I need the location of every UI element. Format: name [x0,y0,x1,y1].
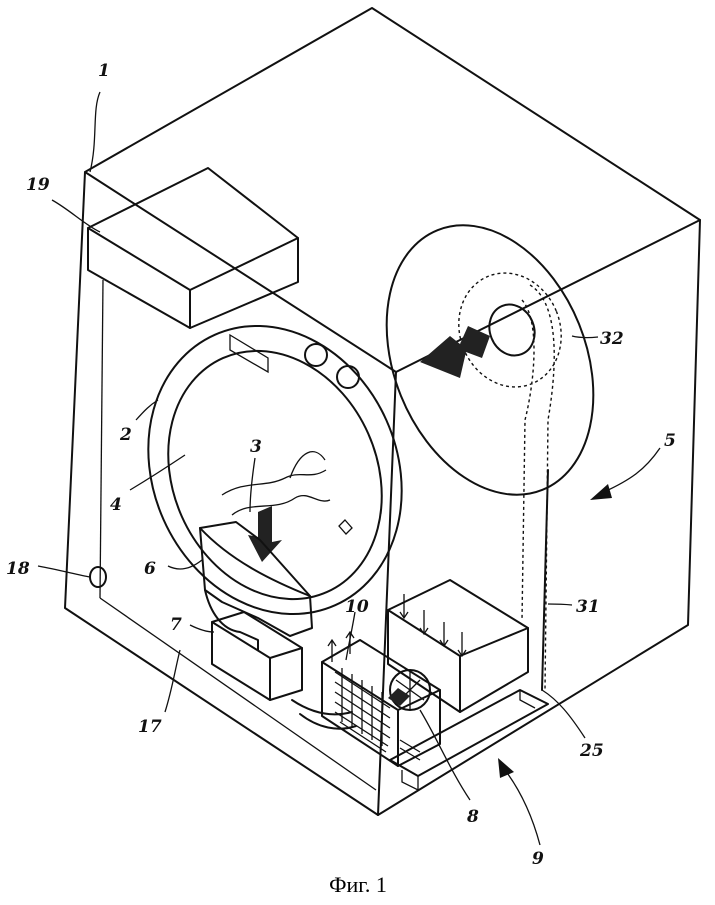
arrow-9-head [498,758,514,778]
cabinet-outline [64,7,701,816]
channel-dashed-left [521,299,535,621]
front-console [229,333,360,389]
leader-18 [37,565,91,578]
leader-4 [129,454,186,491]
leader-19 [51,199,101,233]
leader-17 [164,649,181,713]
pointer-arrows [498,447,661,846]
cabinet-top-front-edge [84,171,397,373]
knob-left [304,343,328,367]
leader-1 [89,91,101,173]
leader-3 [249,457,256,513]
label-17: 17 [138,717,162,737]
label-3: 3 [250,437,262,457]
label-1: 1 [98,61,110,81]
label-25: 25 [579,741,604,761]
filter-housing [199,521,313,651]
label-7: 7 [170,615,182,635]
air-flow-arrow-drum [248,506,282,562]
label-2: 2 [119,425,132,445]
reference-labels: 1 19 2 3 4 6 7 17 18 10 8 9 25 31 5 32 [6,61,676,869]
label-9: 9 [532,849,544,869]
leader-25 [541,689,586,739]
control-box-top-edge [87,227,299,291]
control-box-body [87,167,299,329]
filter-housing-rim [199,527,311,597]
down-arrow-3 [439,622,449,648]
control-box [87,167,299,329]
label-4: 4 [110,495,122,515]
cabinet-inner-left-edge [99,279,104,599]
air-channel [521,284,555,691]
drum [147,324,403,616]
knob-right [336,365,360,389]
base-rail [519,690,536,709]
label-31: 31 [576,597,600,617]
label-18: 18 [6,559,30,579]
label-6: 6 [144,559,156,579]
base-foot [401,770,419,792]
perforated-ring [458,272,562,388]
leader-lines [37,91,599,801]
down-arrow-4 [457,632,467,658]
heat-exchanger-assembly [321,630,441,767]
exchanger-fins [399,739,421,761]
laundry-line-3 [289,451,326,479]
filter-housing-body [199,521,313,637]
label-32: 32 [600,329,624,349]
cabinet-base-line [99,597,377,791]
leader-2 [135,399,159,421]
arrow-5-shaft [603,447,661,493]
leader-8 [419,709,471,801]
small-arrow-1 [327,638,337,662]
arrow-5-head [590,484,612,500]
duct-box [211,611,357,730]
down-arrow-1 [399,594,409,620]
laundry-line-2 [231,494,331,516]
base-plate [389,689,549,792]
condenser-box [387,579,529,713]
laundry-line-1 [221,469,327,496]
drum-opening [167,349,383,601]
label-19: 19 [26,175,50,195]
base-plate-top [389,689,549,777]
leader-31 [547,603,573,606]
condenser-top [387,609,529,657]
label-10: 10 [345,597,369,617]
pipe-upper [291,699,353,716]
leader-32 [571,335,599,339]
filter-neck [204,589,259,651]
figure-caption: Фиг. 1 [329,872,387,897]
door-latch [338,519,353,535]
heat-exchanger-body [321,639,441,767]
arrow-9-shaft [504,769,541,846]
label-5: 5 [664,431,676,451]
drum-door-ring [147,324,403,616]
condenser-body [387,579,529,713]
down-arrow-2 [419,610,429,636]
leader-6 [167,559,203,570]
air-flow-arrow-fan [388,688,410,706]
side-hole [89,566,107,588]
rear-fan-cover [385,224,595,496]
leader-10 [345,611,356,661]
air-flow-arrow-rear [420,326,490,378]
label-8: 8 [466,807,479,827]
leader-7 [189,624,215,633]
duct-box-body [211,611,303,701]
rear-fan-hub [488,303,536,357]
rear-cover-ring [385,224,595,496]
channel-outer-wall [541,469,549,691]
heat-exchanger-grid [334,668,391,753]
